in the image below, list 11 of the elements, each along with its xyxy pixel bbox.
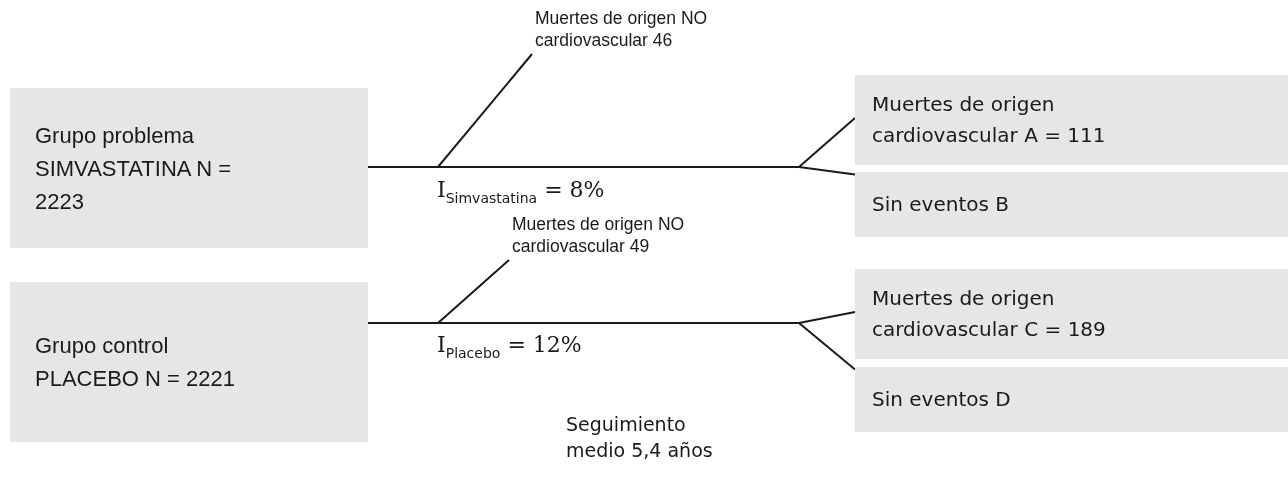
annotation-text: Muertes de origen NO cardiovascular 49: [512, 214, 762, 258]
group-box: Grupo control PLACEBO N = 2221: [10, 282, 368, 442]
outcome-box: Sin eventos B: [855, 172, 1288, 237]
outcome-box: Muertes de origen cardiovascular A = 111: [855, 75, 1288, 165]
follow-up-note: Seguimiento medio 5,4 años: [566, 412, 714, 463]
outcome-box: Muertes de origen cardiovascular C = 189: [855, 269, 1288, 359]
annotation-text: Muertes de origen NO cardiovascular 46: [535, 8, 785, 52]
incidence-label: I$_{Placebo}$ = 12%: [437, 331, 582, 363]
outcome-box: Sin eventos D: [855, 367, 1288, 432]
group-box: Grupo problema SIMVASTATINA N = 2223: [10, 88, 368, 248]
incidence-label: I$_{Simvastatina}$ = 8%: [437, 176, 605, 208]
